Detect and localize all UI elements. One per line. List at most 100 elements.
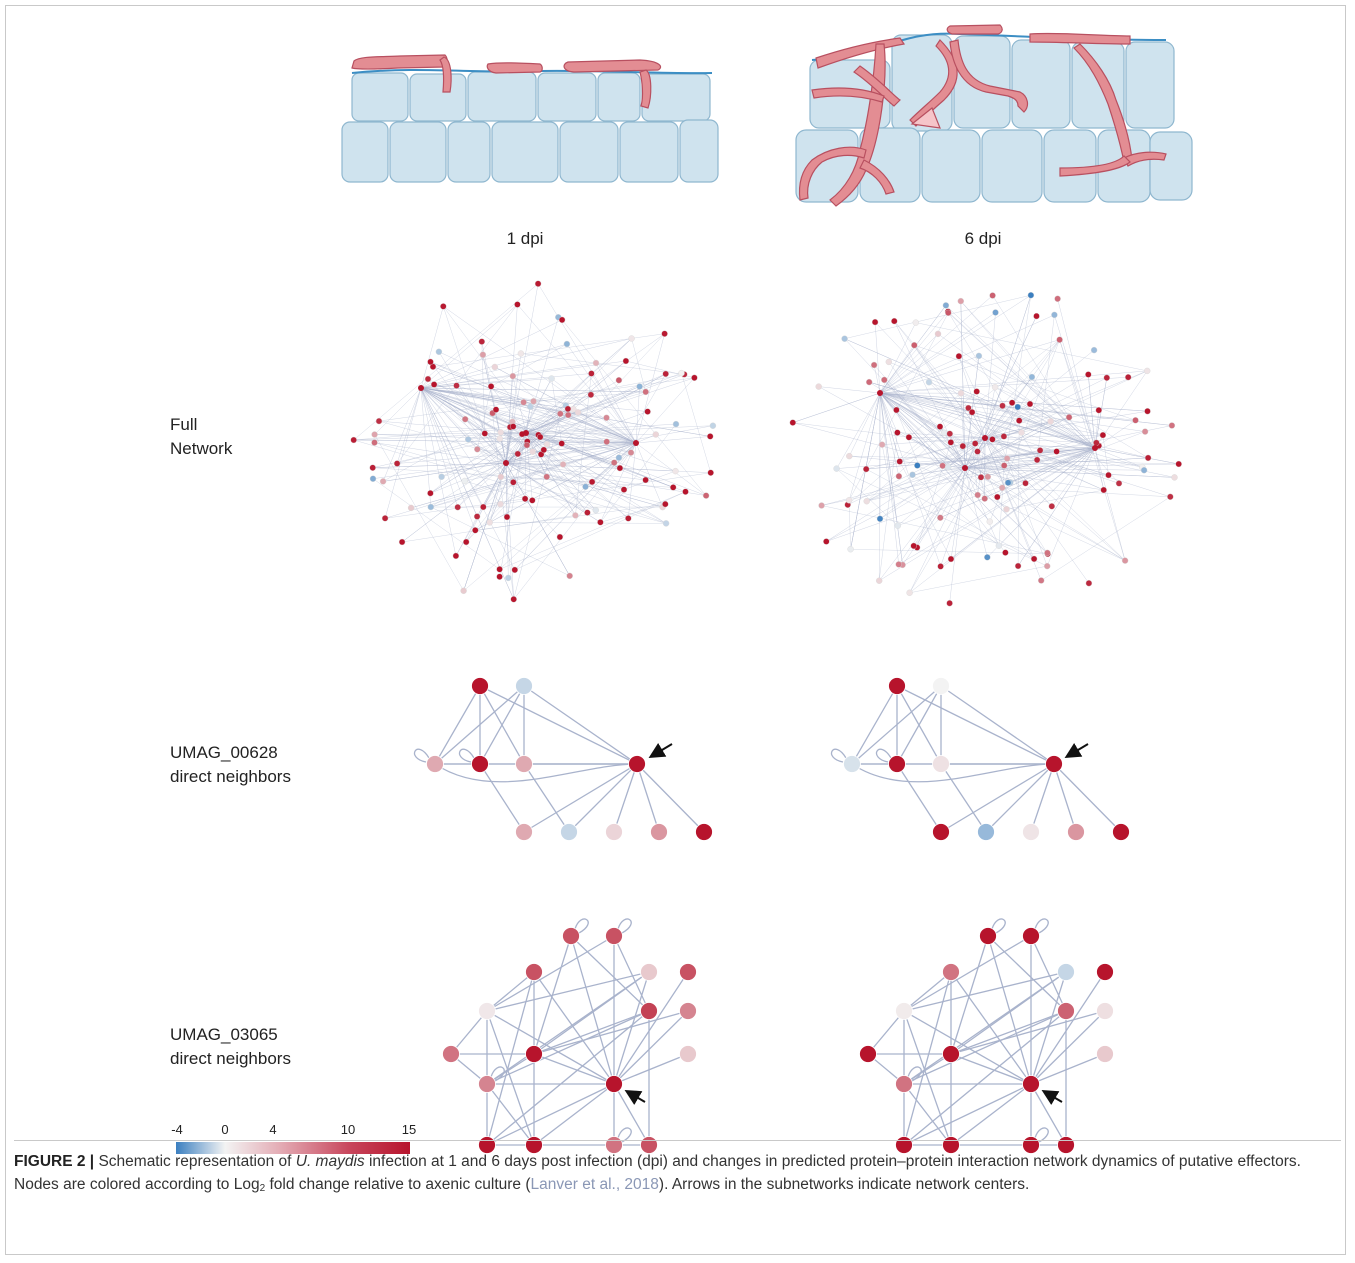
network-node	[371, 431, 378, 438]
subnet-node	[640, 1002, 658, 1020]
network-node	[881, 376, 888, 384]
network-edge	[492, 413, 514, 600]
network-edge	[879, 311, 949, 394]
subnet-edge	[533, 935, 572, 1055]
network-node	[486, 519, 493, 526]
network-node	[492, 406, 500, 413]
network-edge	[928, 382, 986, 439]
network-node	[707, 469, 714, 476]
caption-citation-link[interactable]: Lanver et al., 2018	[530, 1176, 659, 1193]
network-node	[1004, 479, 1012, 486]
row-label-full-network: Full Network	[170, 413, 232, 461]
network-node	[934, 330, 942, 338]
network-node	[1014, 562, 1022, 570]
network-node	[662, 520, 670, 527]
network-node	[616, 464, 624, 472]
network-edge	[430, 438, 500, 494]
subnet-edge	[533, 1053, 615, 1085]
network-edge	[353, 432, 527, 441]
network-edge	[894, 320, 973, 413]
network-edge	[505, 462, 676, 472]
subnet-node	[1057, 1002, 1075, 1020]
subnet-edge	[533, 971, 615, 1085]
subnet-edge	[434, 685, 481, 765]
row-label-line2: direct neighbors	[170, 767, 291, 786]
row-label-line2: Network	[170, 439, 233, 458]
network-edge	[949, 467, 966, 604]
subnet-edge	[851, 685, 898, 765]
self-loop-edge	[907, 1066, 922, 1082]
network-node	[876, 577, 883, 584]
subnet-edge	[636, 763, 705, 833]
network-edge	[600, 423, 677, 523]
subnet-edge	[533, 971, 650, 1055]
network-node	[479, 351, 487, 358]
network-edge	[879, 392, 973, 413]
network-node	[556, 533, 564, 541]
subnet-nodes	[843, 677, 1130, 841]
network-node	[937, 563, 944, 570]
network-node	[473, 513, 481, 520]
network-edge	[619, 442, 637, 469]
network-edge	[635, 442, 663, 508]
network-edge	[879, 392, 899, 565]
network-node	[1093, 439, 1100, 446]
network-node	[472, 527, 479, 534]
network-edge	[384, 387, 422, 519]
network-node	[678, 369, 685, 377]
network-edge	[492, 412, 637, 444]
network-edge	[353, 283, 539, 441]
network-node	[1053, 448, 1060, 455]
network-edge	[464, 480, 526, 500]
network-node	[534, 280, 542, 287]
network-node	[529, 497, 536, 504]
subnet-edge	[903, 1083, 952, 1146]
subnet-node	[515, 755, 533, 773]
network-node	[709, 422, 717, 429]
network-node	[603, 438, 610, 445]
self-loop-edge	[991, 918, 1006, 934]
network-edge	[475, 503, 666, 531]
network-edge	[879, 370, 1148, 394]
subnet-edge	[486, 971, 535, 1012]
network-node	[863, 465, 870, 473]
network-node	[981, 495, 988, 502]
subnet-edge	[636, 763, 660, 833]
network-edge	[411, 442, 637, 509]
network-edge	[850, 548, 1048, 555]
subnet-node	[888, 755, 906, 773]
subnet-edge	[486, 935, 615, 1012]
network-node	[977, 474, 985, 481]
network-edge	[879, 392, 1006, 553]
network-edge	[879, 392, 1149, 459]
network-node	[914, 462, 921, 469]
network-node	[496, 573, 503, 580]
network-node	[707, 433, 714, 440]
network-edge	[546, 444, 629, 519]
network-edge	[1006, 489, 1104, 510]
network-hub-node	[503, 460, 509, 466]
network-edge	[997, 447, 1096, 498]
network-edges	[353, 283, 713, 600]
network-node	[1036, 447, 1044, 454]
subnet-edge	[987, 935, 1032, 1085]
network-edge	[401, 462, 507, 543]
network-node	[833, 465, 840, 472]
network-edge	[971, 412, 986, 439]
network-node	[974, 491, 981, 499]
network-node	[620, 486, 628, 493]
subnet-node	[888, 677, 906, 695]
subnet-edge	[613, 1010, 689, 1085]
subnet-node	[478, 1075, 496, 1093]
network-node	[876, 515, 884, 522]
network-edge	[879, 392, 1022, 433]
network-node	[1043, 562, 1051, 570]
network-edge	[525, 333, 665, 434]
network-edge	[420, 387, 561, 538]
network-edge	[879, 447, 1096, 581]
network-edge	[866, 467, 966, 502]
network-edge	[420, 362, 597, 389]
network-node	[1103, 374, 1111, 381]
network-node	[540, 446, 547, 454]
